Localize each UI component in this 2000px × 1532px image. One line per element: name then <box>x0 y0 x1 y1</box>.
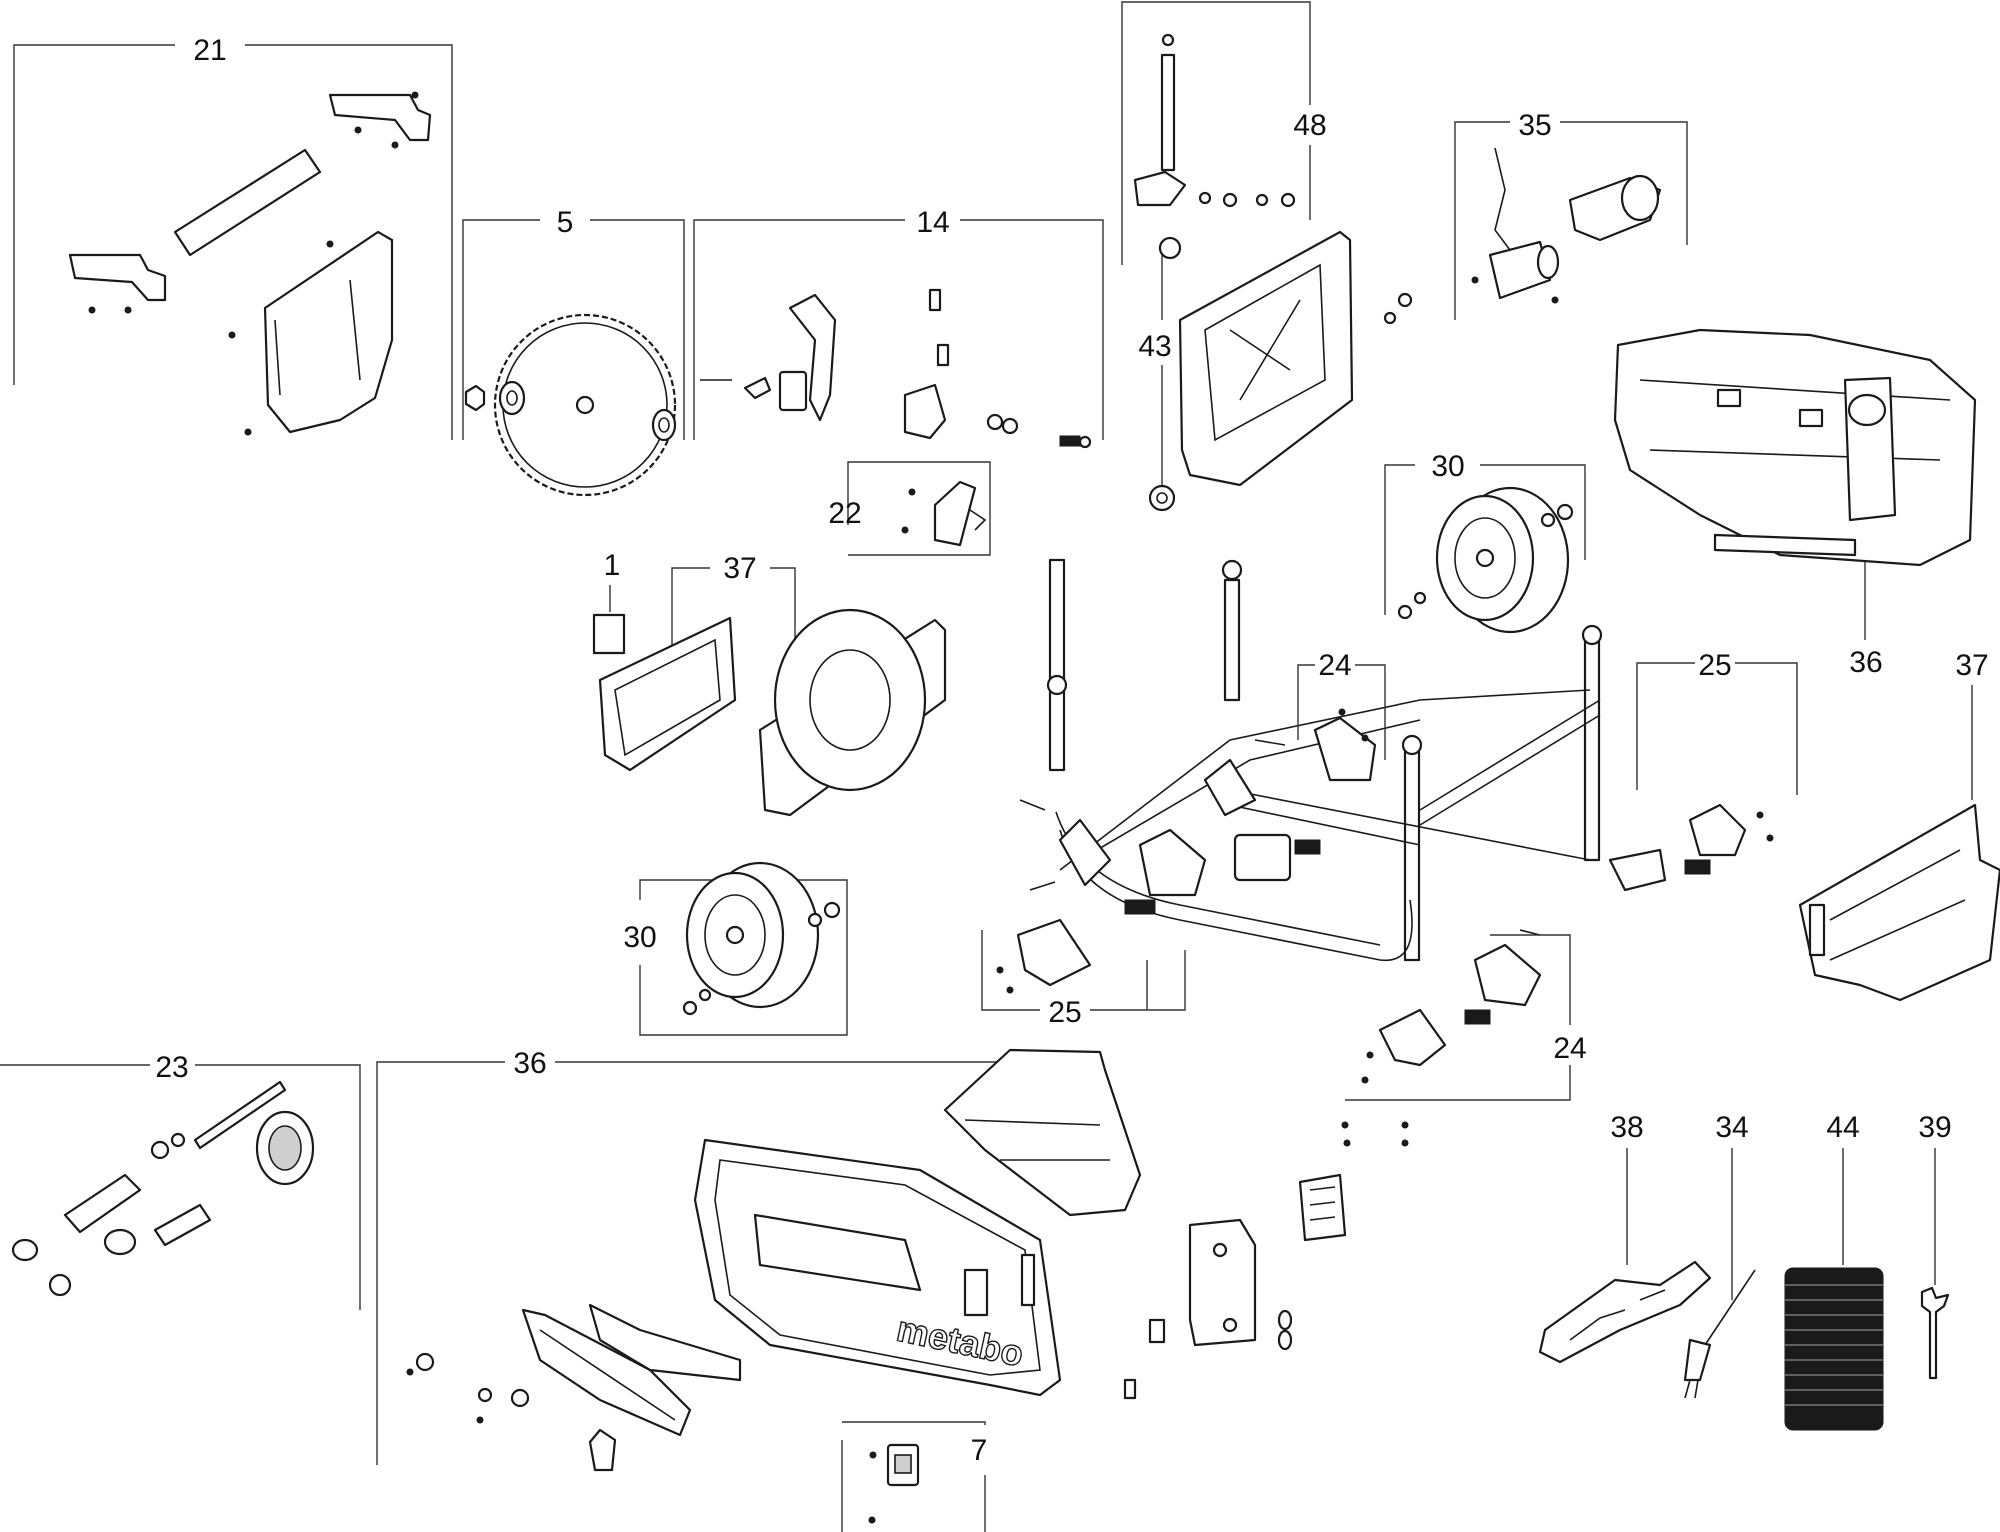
label-25-upper: 25 <box>1698 649 1731 682</box>
label-38: 38 <box>1610 1111 1643 1144</box>
group-24-foot-lower: 24 <box>1345 934 1587 1101</box>
label-48: 48 <box>1293 109 1326 142</box>
label-7: 7 <box>971 1434 988 1467</box>
group-37-side-guard-left: 37 <box>598 552 947 817</box>
accessory-44-dust-hose: 44 <box>1784 1111 1884 1431</box>
group-7-switch: 7 <box>841 1421 988 1532</box>
accessory-39-wrench: 39 <box>1918 1111 1952 1380</box>
label-14: 14 <box>916 206 949 239</box>
group-36-table-base: 36 metabo <box>376 1047 1142 1472</box>
group-23-height-adjustment: 23 <box>0 1051 361 1310</box>
label-30-upper: 30 <box>1431 450 1464 483</box>
accessory-34-power-cord: 34 <box>1683 1111 1756 1399</box>
group-22-lever: 22 <box>828 461 991 556</box>
group-21-blade-guard: 21 <box>13 34 453 440</box>
group-30-wheel-upper: 30 <box>1384 450 1586 634</box>
group-24-foot-upper: 24 <box>1297 649 1386 782</box>
group-30-wheel-lower: 30 <box>623 861 848 1036</box>
label-5: 5 <box>557 206 574 239</box>
label-34: 34 <box>1715 1111 1748 1144</box>
label-22: 22 <box>828 497 861 530</box>
group-25-foot-upper-right: 25 <box>1608 649 1798 892</box>
group-37-side-guard-right: 37 <box>1798 649 2000 1002</box>
label-21: 21 <box>193 34 226 67</box>
label-37-right: 37 <box>1955 649 1988 682</box>
label-1: 1 <box>604 549 621 582</box>
label-25-lower: 25 <box>1048 996 1081 1029</box>
group-36-upper-housing: 36 <box>1613 328 1977 679</box>
group-48-tilt-mechanism: 48 43 <box>1121 1 1413 512</box>
switch-box <box>1123 1121 1409 1400</box>
stand-frame <box>1019 558 1603 962</box>
label-36-right: 36 <box>1849 646 1882 679</box>
group-1-label-plate: 1 <box>592 549 626 655</box>
label-35: 35 <box>1518 109 1551 142</box>
group-25-foot-lower: 25 <box>981 828 1207 1029</box>
label-37-left: 37 <box>723 552 756 585</box>
label-24-upper: 24 <box>1318 649 1351 682</box>
label-23: 23 <box>155 1051 188 1084</box>
label-30-lower: 30 <box>623 921 656 954</box>
label-39: 39 <box>1918 1111 1951 1144</box>
group-14-riving-knife: 14 <box>693 206 1104 449</box>
label-44: 44 <box>1826 1111 1859 1144</box>
group-5-saw-blade: 5 <box>462 206 685 497</box>
label-43: 43 <box>1138 330 1171 363</box>
label-24-lower: 24 <box>1553 1032 1586 1065</box>
accessory-38-push-stick: 38 <box>1538 1111 1712 1364</box>
group-35-dust-fittings: 35 <box>1454 109 1688 320</box>
label-36-lower: 36 <box>513 1047 546 1080</box>
